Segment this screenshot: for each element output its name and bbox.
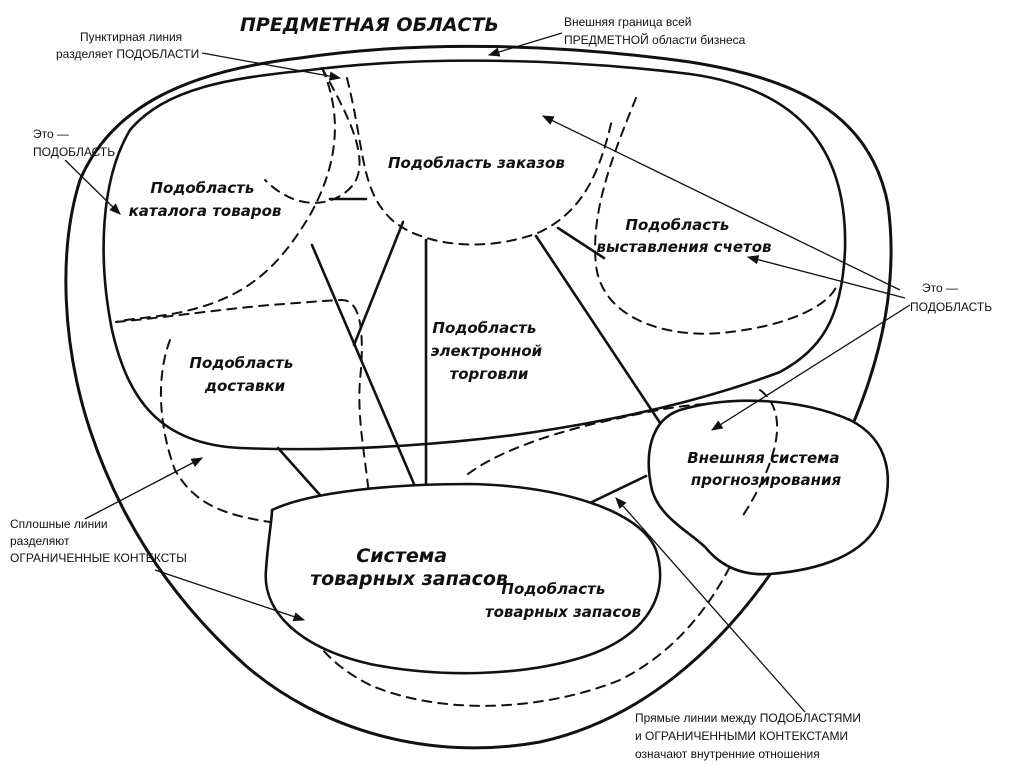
arrow-subdomain-left: [64, 159, 121, 215]
straight-lines-note: Прямые линии между ПОДОБЛАСТЯМИ и ОГРАНИ…: [635, 711, 864, 761]
catalog-subdomain-label: Подобласть каталога товаров: [129, 179, 282, 220]
outer-boundary-note: Внешняя граница всей ПРЕДМЕТНОЙ области …: [564, 15, 746, 47]
arrow-straight-lines: [615, 497, 806, 713]
forecasting-overlap-dash: [739, 389, 779, 521]
solid-lines-note: Сплошные линии разделяют ОГРАНИЧЕННЫЕ КО…: [10, 517, 187, 565]
subdomain-note-left: Это — ПОДОБЛАСТЬ: [33, 127, 115, 159]
subdomain-labels: Подобласть заказов Подобласть каталога т…: [129, 154, 772, 621]
context-labels: Внешняя система прогнозирования Система …: [310, 449, 845, 590]
inventory-bounded-context: [264, 482, 662, 675]
diagram-title: ПРЕДМЕТНАЯ ОБЛАСТЬ: [240, 14, 499, 36]
outer-domain-boundary: [64, 44, 893, 750]
invoicing-subdomain-label: Подобласть выставления счетов: [597, 216, 772, 256]
arrow-solid-lines-2: [154, 569, 306, 622]
inventory-system-label: Система товарных запасов: [310, 545, 508, 590]
forecasting-context-label: Внешняя система прогнозирования: [687, 449, 845, 489]
relationship-lines: [276, 197, 688, 504]
arrow-outer-boundary: [487, 32, 563, 57]
inventory-subdomain-label: Подобласть товарных запасов: [485, 580, 641, 621]
arrow-dotted-line: [201, 52, 342, 81]
annotations: Внешняя граница всей ПРЕДМЕТНОЙ области …: [10, 15, 992, 761]
arrow-solid-lines: [84, 457, 204, 520]
subdomain-note-right: Это — ПОДОБЛАСТЬ: [910, 281, 992, 314]
annotation-arrows: [64, 32, 911, 713]
forecasting-bounded-context: [647, 399, 890, 576]
arrow-subdomain-right-forecast: [711, 304, 911, 431]
ecommerce-bounded-context: [102, 59, 847, 451]
dotted-line-note: Пунктирная линия разделяет ПОДОБЛАСТИ: [56, 30, 199, 61]
ecommerce-subdomain-label: Подобласть электронной торговли: [431, 319, 548, 383]
orders-subdomain-label: Подобласть заказов: [388, 154, 565, 172]
delivery-subdomain-label: Подобласть доставки: [189, 354, 298, 395]
arrow-subdomain-right-invoicing: [746, 255, 906, 299]
arrow-subdomain-right-orders: [541, 115, 901, 291]
